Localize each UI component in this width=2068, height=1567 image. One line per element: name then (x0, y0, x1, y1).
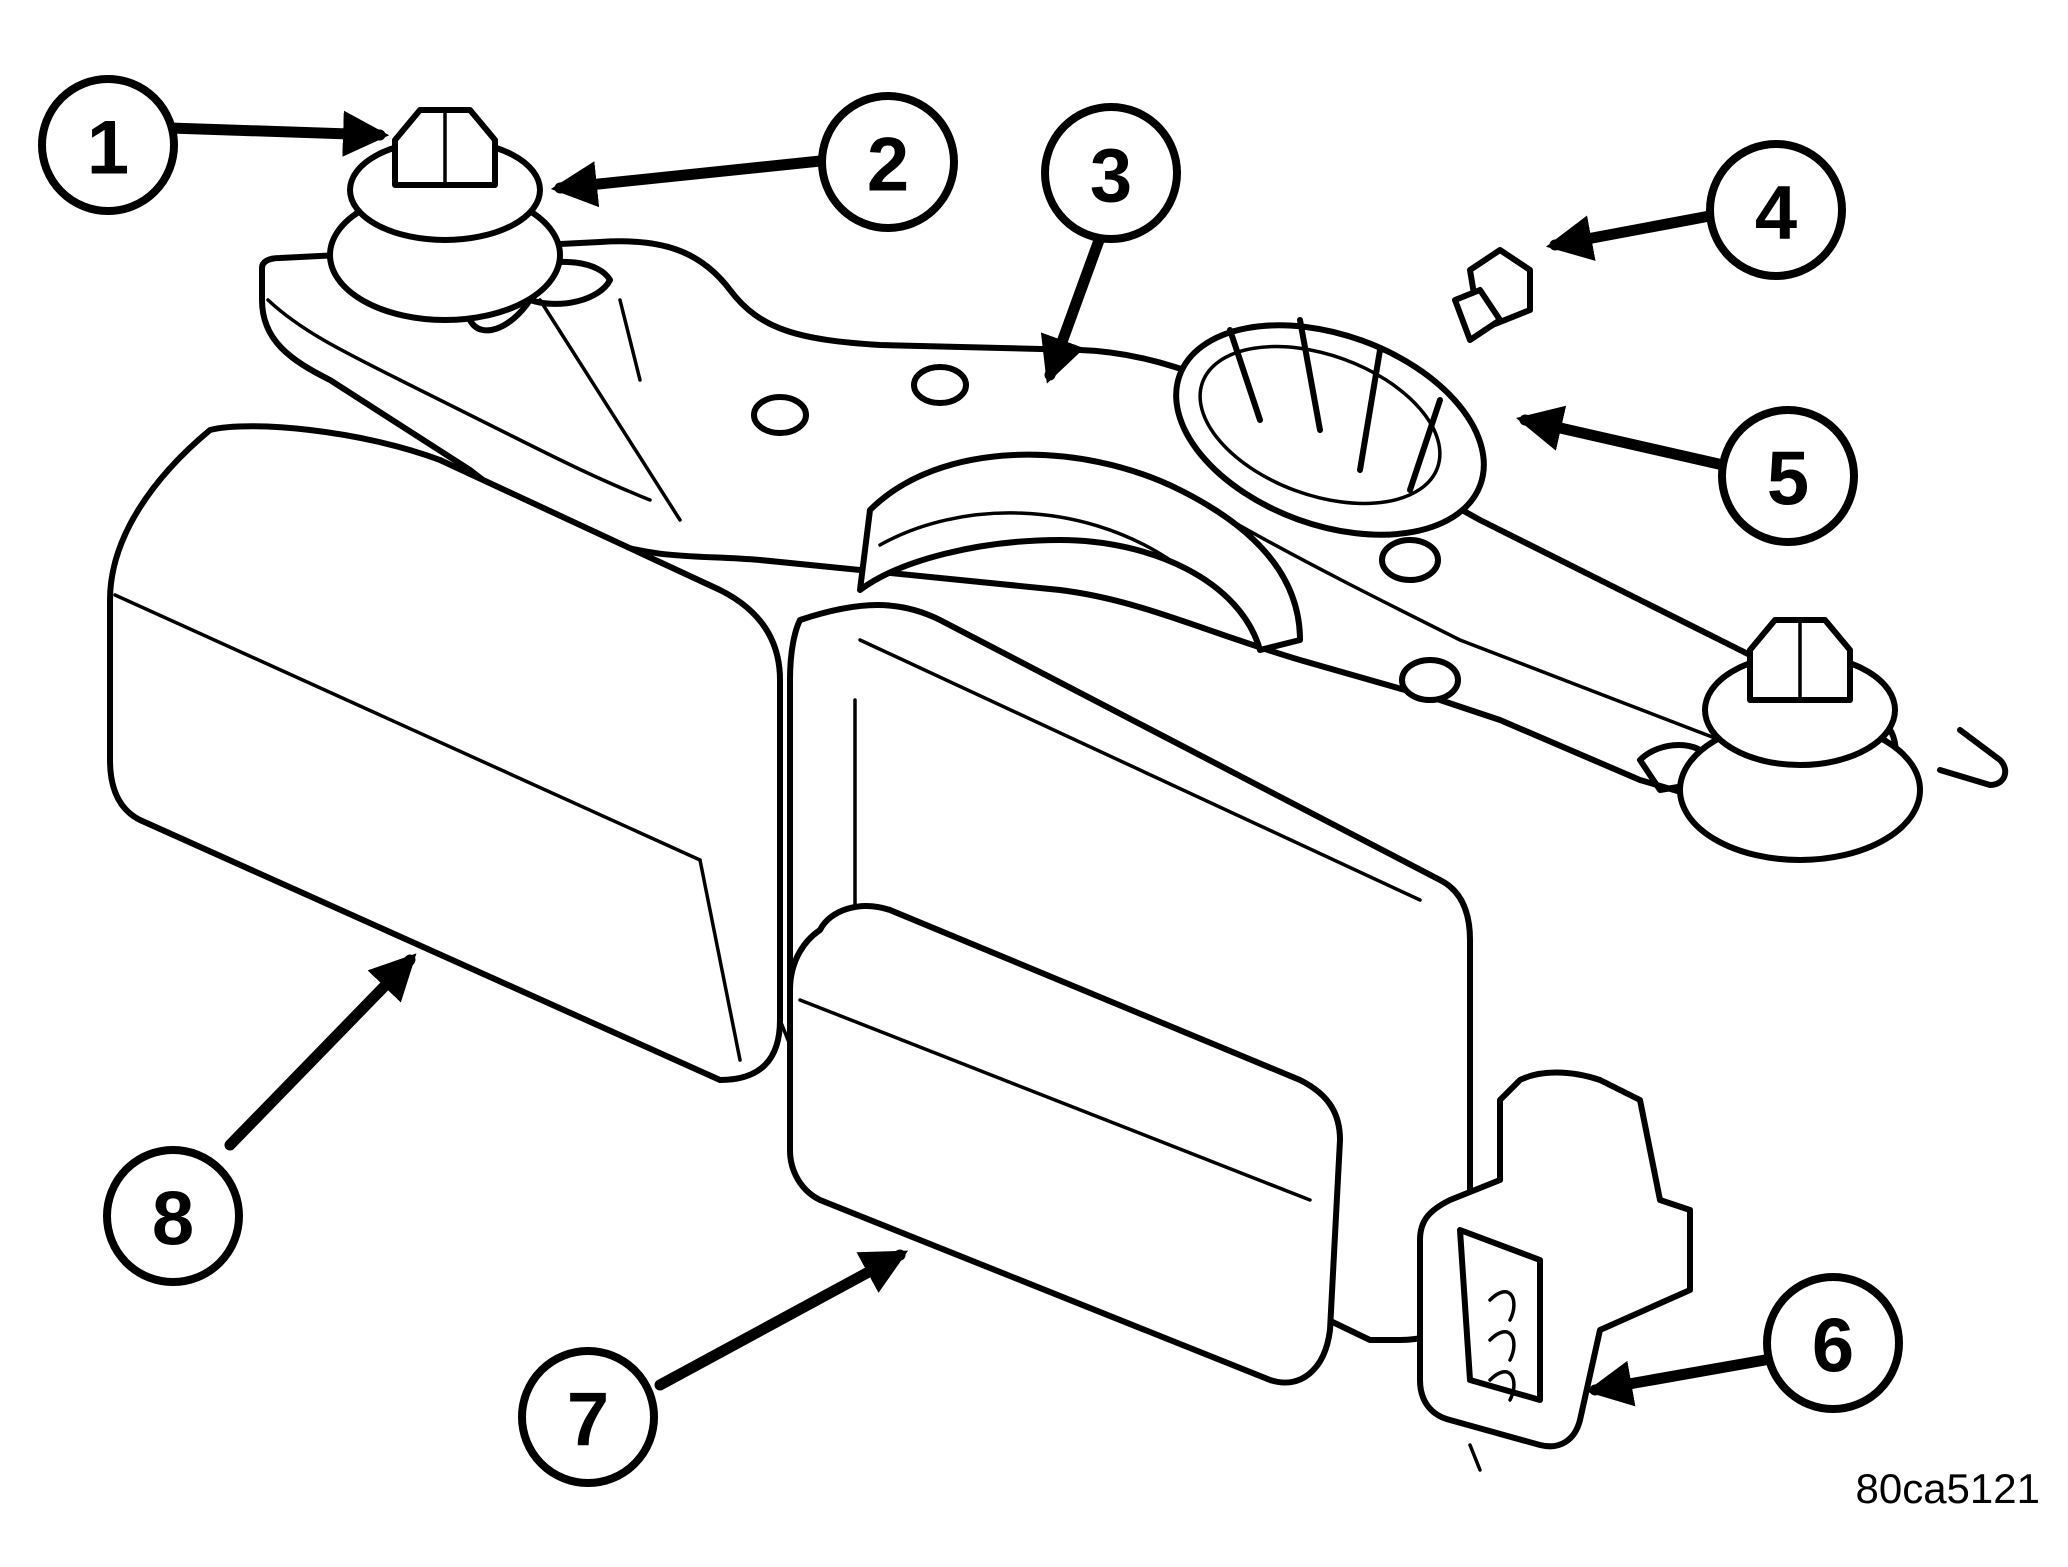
leader-lines (164, 110, 1771, 1407)
callout-4: 4 (1706, 140, 1846, 280)
svg-text:2: 2 (867, 123, 909, 208)
svg-text:8: 8 (152, 1177, 194, 1262)
callout-2: 2 (818, 92, 958, 232)
svg-text:6: 6 (1812, 1304, 1854, 1389)
callout-1: 1 (38, 75, 178, 215)
output-shaft (1173, 247, 1533, 538)
electrical-connector (1417, 1069, 1693, 1472)
svg-text:5: 5 (1767, 437, 1809, 522)
callout-7: 7 (518, 1347, 658, 1487)
svg-text:3: 3 (1090, 134, 1132, 219)
gear-hump (857, 451, 1303, 653)
figure-id: 80ca5121 (1855, 1465, 2040, 1512)
callout-5: 5 (1718, 406, 1858, 546)
connector-cover (787, 903, 1343, 1386)
wiper-motor-illustration (107, 107, 2009, 1472)
svg-text:7: 7 (567, 1378, 609, 1463)
svg-text:1: 1 (87, 106, 129, 191)
callout-3: 3 (1041, 103, 1181, 243)
svg-text:4: 4 (1755, 171, 1797, 256)
grommet-left (327, 107, 563, 323)
callout-8: 8 (103, 1146, 243, 1286)
callout-6: 6 (1763, 1273, 1903, 1413)
mounting-studs (751, 364, 1461, 703)
grommet-right (1677, 617, 1923, 863)
